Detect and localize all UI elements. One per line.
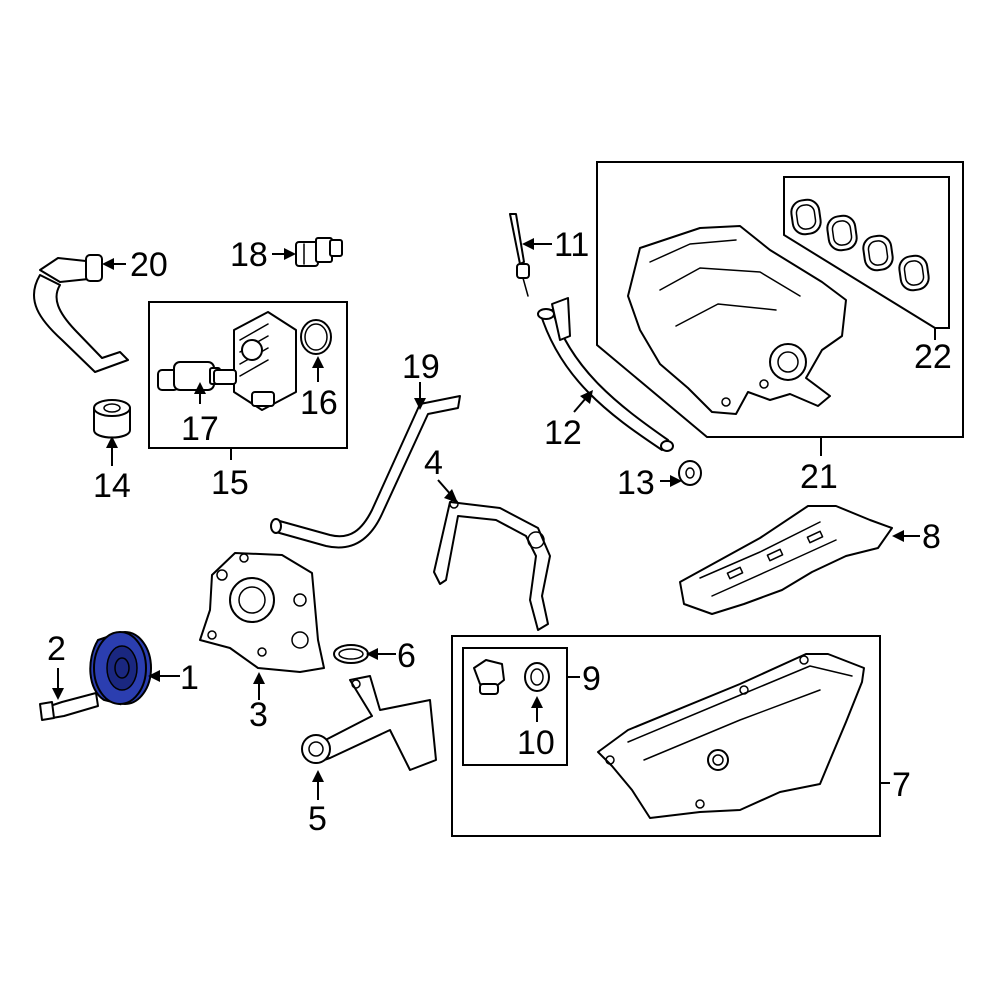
gasket-part-6[interactable] bbox=[333, 644, 369, 664]
group-box-21 bbox=[596, 161, 964, 438]
leader-lines bbox=[52, 238, 936, 800]
callout-15[interactable]: 15 bbox=[211, 464, 249, 502]
callout-16[interactable]: 16 bbox=[300, 384, 338, 422]
group-box-15 bbox=[148, 301, 348, 449]
group-box-7 bbox=[451, 635, 881, 837]
manifold-gaskets-part-22[interactable] bbox=[790, 198, 930, 292]
fitting-part-17[interactable] bbox=[157, 361, 221, 391]
oil-cooler-part-15[interactable] bbox=[213, 311, 297, 411]
dipstick-tube-part-12[interactable] bbox=[537, 297, 674, 452]
callout-19[interactable]: 19 bbox=[402, 348, 440, 386]
callout-13[interactable]: 13 bbox=[617, 464, 655, 502]
callout-labels: 1 2 3 4 5 6 7 8 9 10 11 12 13 14 15 16 1… bbox=[47, 226, 952, 838]
sensor-part-18[interactable] bbox=[295, 237, 343, 267]
washer-part-13[interactable] bbox=[678, 460, 702, 486]
callout-10[interactable]: 10 bbox=[517, 724, 555, 762]
callout-12[interactable]: 12 bbox=[544, 414, 582, 452]
bushing-part-14[interactable] bbox=[93, 399, 131, 439]
rear-seal-gasket-part-4[interactable] bbox=[433, 499, 551, 631]
callout-5[interactable]: 5 bbox=[308, 800, 327, 838]
baffle-part-8[interactable] bbox=[679, 505, 893, 615]
bolt-part-2[interactable] bbox=[39, 692, 99, 721]
pulley-part-1[interactable] bbox=[89, 631, 152, 706]
callout-18[interactable]: 18 bbox=[230, 236, 268, 274]
group-box-22 bbox=[783, 176, 950, 329]
callout-11[interactable]: 11 bbox=[554, 226, 589, 264]
tube-part-19[interactable] bbox=[270, 395, 461, 549]
washer-part-10[interactable] bbox=[524, 662, 550, 692]
callout-8[interactable]: 8 bbox=[922, 518, 941, 556]
hose-part-20[interactable] bbox=[32, 254, 129, 373]
pickup-tube-part-5[interactable] bbox=[301, 675, 437, 771]
callout-17[interactable]: 17 bbox=[181, 410, 219, 448]
callout-1[interactable]: 1 bbox=[180, 659, 199, 697]
callout-6[interactable]: 6 bbox=[397, 637, 416, 675]
oil-pump-part-3[interactable] bbox=[199, 552, 325, 673]
callout-21[interactable]: 21 bbox=[800, 458, 838, 496]
oil-pan-part-7[interactable] bbox=[597, 653, 865, 819]
callout-3[interactable]: 3 bbox=[249, 696, 268, 734]
callout-20[interactable]: 20 bbox=[130, 246, 168, 284]
o-ring-part-16[interactable] bbox=[300, 319, 332, 355]
callout-2[interactable]: 2 bbox=[47, 630, 66, 668]
callout-7[interactable]: 7 bbox=[892, 766, 911, 804]
callout-4[interactable]: 4 bbox=[424, 444, 443, 482]
drain-plug-part-9[interactable] bbox=[473, 659, 505, 695]
callout-9[interactable]: 9 bbox=[582, 660, 601, 698]
callout-14[interactable]: 14 bbox=[93, 467, 131, 505]
callout-22[interactable]: 22 bbox=[914, 338, 952, 376]
dipstick-part-11[interactable] bbox=[509, 213, 530, 297]
intake-manifold-part-21[interactable] bbox=[627, 225, 847, 415]
group-box-9 bbox=[462, 647, 568, 766]
